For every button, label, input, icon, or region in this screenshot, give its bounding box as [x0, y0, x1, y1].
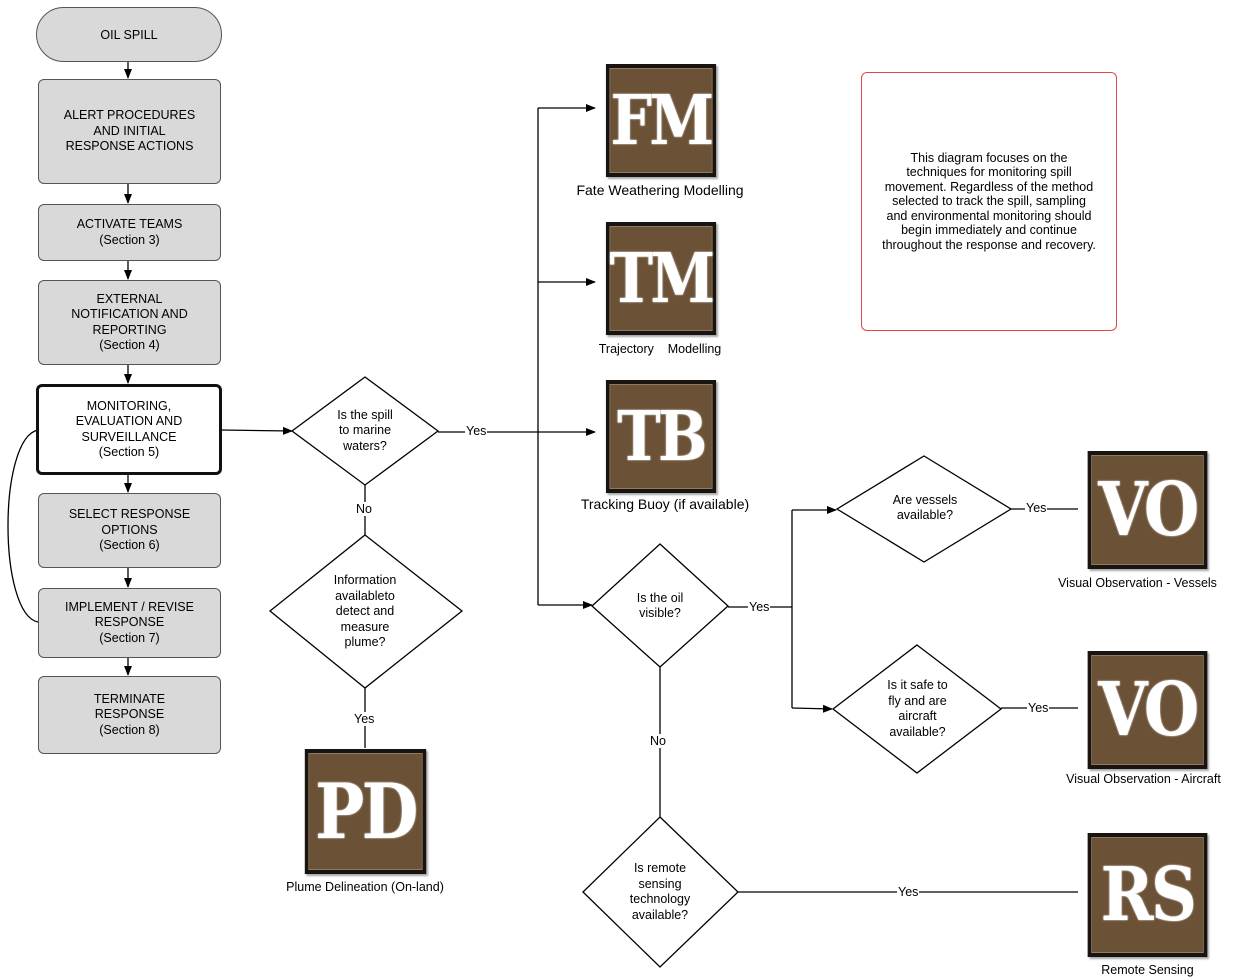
info-note-text: This diagram focuses on the techniques f…	[882, 150, 1096, 252]
label-fly-yes: Yes	[1027, 701, 1050, 715]
badge-vo-vessels: VO	[1087, 451, 1208, 569]
step-activate-teams: ACTIVATE TEAMS (Section 3)	[38, 204, 221, 261]
edge-monitoring-marine	[220, 426, 293, 435]
caption-vo-vessels: Visual Observation - Vessels	[1058, 576, 1217, 590]
badge-rs: RS	[1087, 833, 1208, 957]
edge-branch-fly	[791, 704, 833, 713]
step-external-notification: EXTERNAL NOTIFICATION AND REPORTING (Sec…	[38, 280, 221, 365]
decision-marine-shape	[290, 376, 440, 486]
decision-visible-text: Is the oil visible?	[636, 590, 684, 621]
decision-remote-text: Is remote sensing technology available?	[629, 861, 691, 922]
decision-info-text: Information availableto detect and measu…	[333, 573, 397, 650]
caption-vo-aircraft: Visual Observation - Aircraft	[1066, 772, 1221, 786]
caption-tb: Tracking Buoy (if available)	[580, 496, 750, 512]
info-note: This diagram focuses on the techniques f…	[861, 72, 1117, 331]
badge-tb: TB	[605, 380, 717, 493]
label-vessels-yes: Yes	[1025, 501, 1048, 515]
decision-marine-text: Is the spill to marine waters?	[337, 407, 393, 453]
decision-info-shape	[268, 534, 464, 689]
label-visible-no: No	[649, 734, 667, 748]
badge-pd: PD	[304, 749, 427, 874]
edge-feedback-loop	[7, 429, 39, 623]
caption-fm: Fate Weathering Modelling	[576, 182, 744, 198]
decision-fly-shape	[831, 644, 1003, 774]
step-monitoring-evaluation: MONITORING, EVALUATION AND SURVEILLANCE …	[36, 384, 222, 475]
label-marine-yes: Yes	[465, 424, 488, 438]
label-remote-yes: Yes	[897, 885, 920, 899]
badge-fm: FM	[605, 64, 717, 177]
decision-visible-shape	[591, 543, 729, 668]
caption-pd: Plume Delineation (On-land)	[286, 880, 444, 894]
decision-vessels-shape	[835, 455, 1013, 563]
decision-fly-text: Is it safe to fly and are aircraft avail…	[887, 678, 948, 739]
caption-tm: Trajectory Modelling	[598, 342, 722, 356]
badge-vo-aircraft: VO	[1087, 651, 1208, 769]
caption-rs: Remote Sensing	[1101, 963, 1194, 977]
step-alert-procedures: ALERT PROCEDURES AND INITIAL RESPONSE AC…	[38, 79, 221, 184]
label-info-yes: Yes	[353, 712, 376, 726]
label-marine-no: No	[355, 502, 373, 516]
label-visible-yes: Yes	[748, 600, 771, 614]
decision-vessels-text: Are vessels available?	[892, 492, 958, 523]
step-select-response: SELECT RESPONSE OPTIONS (Section 6)	[38, 493, 221, 568]
decision-remote-shape	[582, 816, 739, 968]
step-terminate-response: TERMINATE RESPONSE (Section 8)	[38, 676, 221, 754]
step-implement-revise: IMPLEMENT / REVISE RESPONSE (Section 7)	[38, 588, 221, 658]
start-label: OIL SPILL	[100, 27, 158, 42]
badge-tm: TM	[605, 222, 717, 335]
start-oil-spill: OIL SPILL	[36, 7, 222, 62]
